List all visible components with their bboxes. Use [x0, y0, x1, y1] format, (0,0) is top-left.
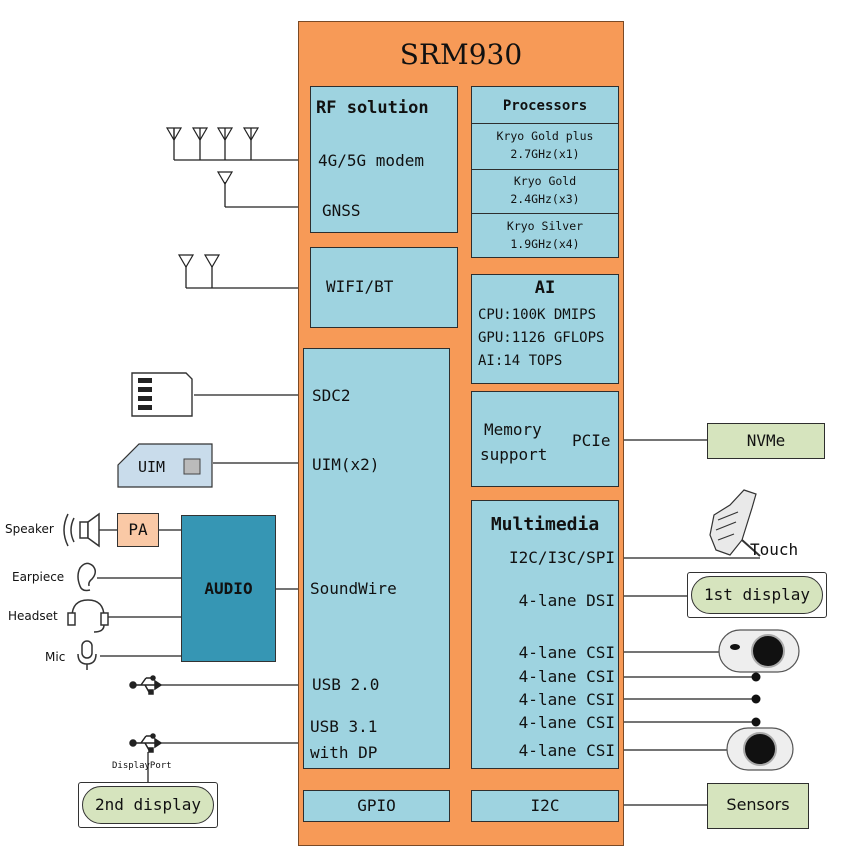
- memory-block: [471, 391, 619, 487]
- usb31-label: USB 3.1: [310, 717, 378, 736]
- headset-label: Headset: [8, 609, 58, 623]
- processor-divider: [471, 169, 619, 170]
- ai-title: AI: [534, 278, 556, 298]
- camera-icon: [726, 727, 794, 771]
- uim-card-label: UIM: [138, 458, 166, 476]
- ai-spec: CPU:100K DMIPS: [478, 307, 597, 323]
- ai-spec: AI:14 TOPS: [478, 353, 563, 369]
- second-display-label: 2nd display: [95, 795, 201, 814]
- rf-solution-block: [310, 86, 458, 233]
- sensors-box: [707, 783, 809, 829]
- core-name: Kryo Gold plus: [496, 129, 594, 143]
- csi-label: 4-lane CSI: [518, 713, 615, 732]
- usb-icon: [129, 675, 163, 695]
- dsi-label: 4-lane DSI: [518, 591, 615, 610]
- mic-label: Mic: [45, 650, 66, 664]
- core-freq: 2.7GHz(x1): [510, 147, 580, 161]
- i2c-spi-label: I2C/I3C/SPI: [509, 548, 615, 567]
- core-freq: 1.9GHz(x4): [510, 237, 580, 251]
- pa-box: [117, 513, 159, 547]
- mic-icon: [77, 640, 97, 670]
- csi-label: 4-lane CSI: [518, 667, 615, 686]
- memory-label: Memory: [484, 420, 542, 439]
- wifi-bt-label: WIFI/BT: [326, 277, 394, 296]
- sdc2-label: SDC2: [312, 386, 351, 405]
- gpio-block: [303, 790, 450, 822]
- rf-solution-title: RF solution: [316, 98, 429, 118]
- csi-label: 4-lane CSI: [518, 741, 615, 760]
- antenna-icon: [165, 127, 260, 269]
- audio-box: [181, 515, 276, 662]
- gpio-label: GPIO: [357, 796, 396, 815]
- first-display-pill: [691, 576, 823, 614]
- speaker-label: Speaker: [5, 522, 54, 536]
- multimedia-block: [471, 500, 619, 769]
- pcie-label: PCIe: [572, 431, 611, 450]
- camera-icon: [718, 629, 800, 673]
- ai-spec: GPU:1126 GFLOPS: [478, 330, 605, 346]
- csi-label: 4-lane CSI: [518, 643, 615, 662]
- uim-label: UIM(x2): [312, 455, 380, 474]
- csi-label: 4-lane CSI: [518, 690, 615, 709]
- usb-icon: [129, 733, 163, 753]
- processor-divider: [471, 123, 619, 124]
- i2c-label: I2C: [530, 796, 560, 815]
- gnss-label: GNSS: [322, 201, 361, 220]
- nvme-label: NVMe: [746, 431, 786, 450]
- core-name: Kryo Gold: [513, 174, 577, 188]
- wifi-bt-block: [310, 247, 458, 328]
- ai-block: [471, 274, 619, 384]
- usb2-label: USB 2.0: [312, 675, 380, 694]
- hand-pointer-icon: [709, 489, 761, 557]
- pa-label: PA: [128, 520, 148, 539]
- processors-title: Processors: [502, 98, 588, 114]
- processors-block: [471, 86, 619, 258]
- modem-label: 4G/5G modem: [318, 151, 424, 170]
- sd-card-icon: [131, 372, 193, 417]
- interfaces-block: [303, 348, 450, 769]
- earpiece-label: Earpiece: [12, 570, 65, 584]
- displayport-label: DisplayPort: [112, 761, 172, 771]
- speaker-icon: [63, 512, 100, 548]
- processor-divider: [471, 213, 619, 214]
- multimedia-title: Multimedia: [490, 514, 600, 535]
- core-name: Kryo Silver: [506, 219, 584, 233]
- audio-label: AUDIO: [204, 579, 253, 598]
- ear-icon: [77, 562, 96, 592]
- soc-title: SRM930: [399, 38, 523, 71]
- usb31-dp-label: with DP: [310, 743, 378, 762]
- soundwire-label: SoundWire: [310, 579, 397, 598]
- core-freq: 2.4GHz(x3): [510, 192, 580, 206]
- second-display-pill: [82, 786, 214, 824]
- sim-card-icon: [117, 443, 213, 488]
- sensors-label: Sensors: [726, 795, 790, 814]
- i2c-block: [471, 790, 619, 822]
- memory-label: support: [480, 445, 548, 464]
- touch-label: Touch: [750, 540, 799, 559]
- first-display-label: 1st display: [704, 585, 810, 604]
- nvme-box: [707, 423, 825, 459]
- headset-icon: [67, 599, 109, 633]
